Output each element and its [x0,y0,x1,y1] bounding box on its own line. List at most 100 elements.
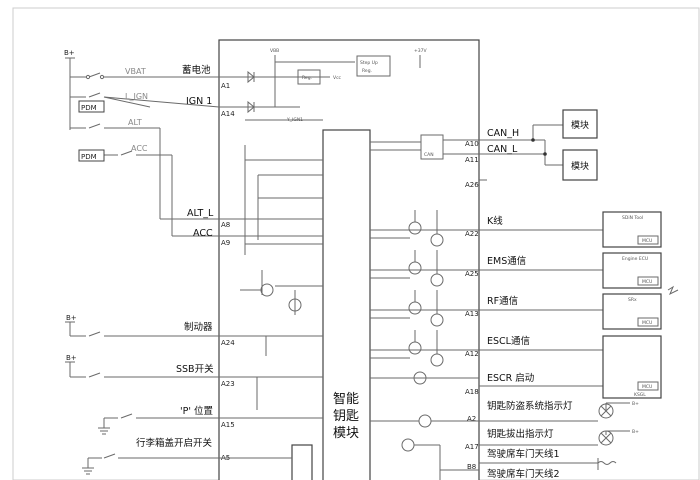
pin-a2: A2 [467,415,476,423]
ecu-wires [479,229,630,470]
sdin-tool-label: SDiN Tool [622,215,643,221]
bplus-lamp-label-1: B+ [632,401,639,407]
v-ign1-label: Y_IGN1 [286,117,303,123]
can-h-label: CAN_H [487,128,519,139]
bplus-label: B+ [64,49,75,57]
mcu-box-4 [637,381,659,391]
engine-ecu-box [602,252,662,289]
pdm-box-1 [78,100,105,113]
module-core-block [322,129,371,480]
pin-a26: A26 [465,181,479,189]
p-position-line [98,413,219,435]
ems-label: EMS通信 [487,255,526,267]
module-box-1 [562,109,598,139]
l-ign-wire-label: L_IGN [125,92,148,101]
module-box-2 [562,149,598,181]
pdm-box-2 [78,149,105,162]
alt-wire-label: ALT [128,118,142,127]
module-sub-block [291,444,313,480]
srx-box [602,293,662,330]
reg-label: Reg. [302,75,312,81]
bplus-lamp-label-2: B+ [632,429,639,435]
vbb-label: VBB [270,48,279,54]
can-block-label: CAN [424,152,434,158]
pin-b8: B8 [467,463,476,471]
pin-a10: A10 [465,140,479,148]
mcu-label-1: MCU [642,238,652,244]
escl-label: ESCL通信 [487,335,530,347]
mcu-label-4: MCU [642,384,652,390]
mcu-box-3 [637,317,659,327]
pin-a8: A8 [221,221,230,229]
pin-a22: A22 [465,230,479,238]
rf-label: RF通信 [487,295,518,307]
immo-lamp-icon [598,403,614,419]
brake-line [65,321,219,337]
mcu-box-1 [637,235,659,245]
mcu-label-2: MCU [642,279,652,285]
immo-lamp-label: 钥匙防盗系统指示灯 [487,400,573,412]
mcu-box-2 [637,276,659,286]
acc-line [104,150,219,237]
ssb-line [65,361,219,378]
acc-label: ACC [193,228,213,239]
pin-a23: A23 [221,380,235,388]
internal-power [219,55,421,459]
ksgl-label: KSGL [634,392,646,398]
pin-a17: A17 [465,443,479,451]
antenna1-label: 驾驶席车门天线1 [487,448,560,460]
vcc-label: Vcc [333,75,342,81]
escl-box [602,335,662,399]
can-l-label: CAN_L [487,144,518,155]
pin-a12: A12 [465,350,479,358]
antenna2-label: 驾驶席车门天线2 [487,468,560,480]
can-transceiver [370,124,563,166]
module-label-line3: 模块 [333,426,359,441]
module-box-1-label: 模块 [571,119,589,131]
brake-label: 制动器 [184,321,213,333]
pin-a24: A24 [221,339,235,347]
bplus-label-2: B+ [66,314,77,322]
v37-label: +37V [414,48,427,54]
diagram-frame [12,7,700,480]
stepup-label-2: Reg. [362,68,372,74]
battery-label: 蓄电池 [182,64,211,76]
pdm-label-1: PDM [81,104,97,112]
escr-label: ESCR 启动 [487,372,534,384]
pin-a25: A25 [465,270,479,278]
srx-label: SRx [628,297,637,303]
pin-a14: A14 [221,110,235,118]
alt-line [70,123,219,220]
module-label-line1: 智能 [333,392,359,407]
vbat-wire-label: VBAT [125,67,146,76]
pin-a1: A1 [221,82,230,90]
immo-lamp-cross-icon [600,405,612,417]
sdin-tool-box [602,211,662,248]
trunk-line [82,453,219,475]
stepup-label-1: Step Up [360,60,378,66]
k-line-label: K线 [487,215,503,227]
trunk-label: 行李箱盖开启开关 [136,437,213,449]
engine-ecu-label: Engine ECU [622,256,648,262]
p-position-label: 'P' 位置 [180,405,213,417]
key-lamp-cross-icon [600,432,612,444]
ign1-label: IGN 1 [186,96,212,107]
module-box-2-label: 模块 [571,160,589,172]
key-lamp-icon [598,430,614,446]
ssb-label: SSB开关 [176,363,214,375]
pin-a9: A9 [221,239,230,247]
mcu-label-3: MCU [642,320,652,326]
alt-l-label: ALT_L [187,208,214,219]
pin-a18: A18 [465,388,479,396]
bplus-label-3: B+ [66,354,77,362]
rf-antenna-icon [667,285,679,296]
ign1-line [70,92,220,108]
pin-a11: A11 [465,156,479,164]
pin-a15: A15 [221,421,235,429]
pdm-label-2: PDM [81,153,97,161]
module-label-line2: 钥匙 [333,409,359,424]
vbat-line [70,72,219,80]
key-lamp-label: 钥匙拔出指示灯 [487,428,554,440]
antenna-coil-icon [597,461,617,465]
